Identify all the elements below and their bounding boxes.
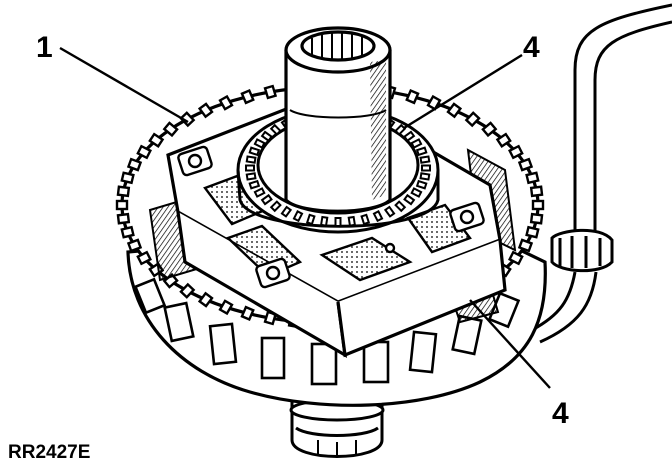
gear-tooth <box>419 155 431 164</box>
gear-tooth <box>403 130 416 143</box>
drum-tooth <box>525 171 540 185</box>
hose-tube <box>531 3 672 344</box>
drum-tooth <box>517 238 534 253</box>
gear-tooth <box>394 123 407 136</box>
drum-tooth <box>240 305 255 322</box>
drum-tooth <box>126 157 143 172</box>
leader-4-bottom <box>469 299 551 389</box>
gear-tooth <box>421 164 431 172</box>
gear-tooth <box>419 172 431 181</box>
gear-tooth <box>245 172 257 181</box>
drum-tooth <box>517 157 534 172</box>
drum-tooth <box>197 102 214 119</box>
gear-tooth <box>269 200 282 213</box>
figure-id-label: RR2427E <box>8 442 90 463</box>
gear-tooth <box>319 215 329 227</box>
drum-tooth <box>508 144 524 160</box>
leader-lines <box>59 46 551 389</box>
drum-tooth <box>464 111 481 128</box>
drum-tooth <box>531 199 545 211</box>
shaft-shading <box>370 60 386 200</box>
drum-tooth <box>263 84 278 100</box>
drum-tooth <box>197 291 214 308</box>
drum-tooth <box>529 185 544 198</box>
drum-tooth <box>116 185 131 198</box>
drum-tooth <box>240 88 255 105</box>
drum-tooth <box>495 132 512 148</box>
drum-tooth <box>120 171 135 185</box>
leader-4-top <box>403 53 523 130</box>
drum-tooth <box>218 299 234 316</box>
gear-tooth <box>248 146 261 157</box>
callout-4-top: 4 <box>523 31 540 64</box>
gear-tooth <box>410 187 423 198</box>
callout-1: 1 <box>36 31 53 64</box>
callout-4-bottom: 4 <box>552 397 569 430</box>
bolt-hole-right <box>449 201 485 233</box>
gear-tooth <box>253 138 266 149</box>
drum-tooth <box>148 132 165 148</box>
gear-tooth <box>245 155 257 164</box>
drum-tooth <box>525 225 540 239</box>
bolt-hole-top <box>384 242 396 254</box>
drum-tooth <box>136 144 152 160</box>
gear-tooth <box>305 213 316 226</box>
drum-tooth <box>116 212 131 225</box>
input-shaft <box>284 26 392 213</box>
gear-tooth <box>292 210 304 223</box>
drum-tooth <box>481 121 498 138</box>
gear-tooth <box>410 138 423 149</box>
drum-tooth <box>446 102 463 119</box>
gear-tooth <box>334 217 342 227</box>
drum-tooth <box>179 111 196 128</box>
bolt-hole-left <box>177 145 213 177</box>
gear-tooth <box>372 210 384 223</box>
drum-tooth <box>426 94 442 111</box>
gear-tooth <box>347 215 357 227</box>
gear-tooth <box>245 164 255 172</box>
drum-tooth <box>405 88 420 105</box>
gear-tooth <box>253 187 266 198</box>
gear-tooth <box>260 130 273 143</box>
gear-tooth <box>280 205 293 218</box>
drum-tooth <box>115 199 129 211</box>
bolt-hole-bottom <box>255 257 291 289</box>
drum-tooth <box>126 238 143 253</box>
drum-tooth <box>529 212 544 225</box>
gear-tooth <box>360 213 371 226</box>
gear-tooth <box>260 193 273 206</box>
gear-tooth <box>415 146 428 157</box>
bottom-shaft <box>289 398 385 458</box>
drum-tooth <box>136 250 152 266</box>
drum-tooth <box>179 282 196 299</box>
drum-tooth <box>162 121 179 138</box>
drum-tooth <box>120 225 135 239</box>
drum-tooth <box>508 250 524 266</box>
gear-tooth <box>383 205 396 218</box>
gear-tooth <box>415 179 428 190</box>
gear-tooth <box>394 200 407 213</box>
carrier-bolt-holes <box>177 145 485 289</box>
gear-tooth <box>403 193 416 206</box>
drum-skirt-tabs <box>133 277 521 386</box>
leader-1 <box>59 46 189 124</box>
gear-tooth <box>269 123 282 136</box>
drum-tooth <box>218 94 234 111</box>
gear-tooth <box>248 179 261 190</box>
shaft-splines <box>311 33 363 59</box>
